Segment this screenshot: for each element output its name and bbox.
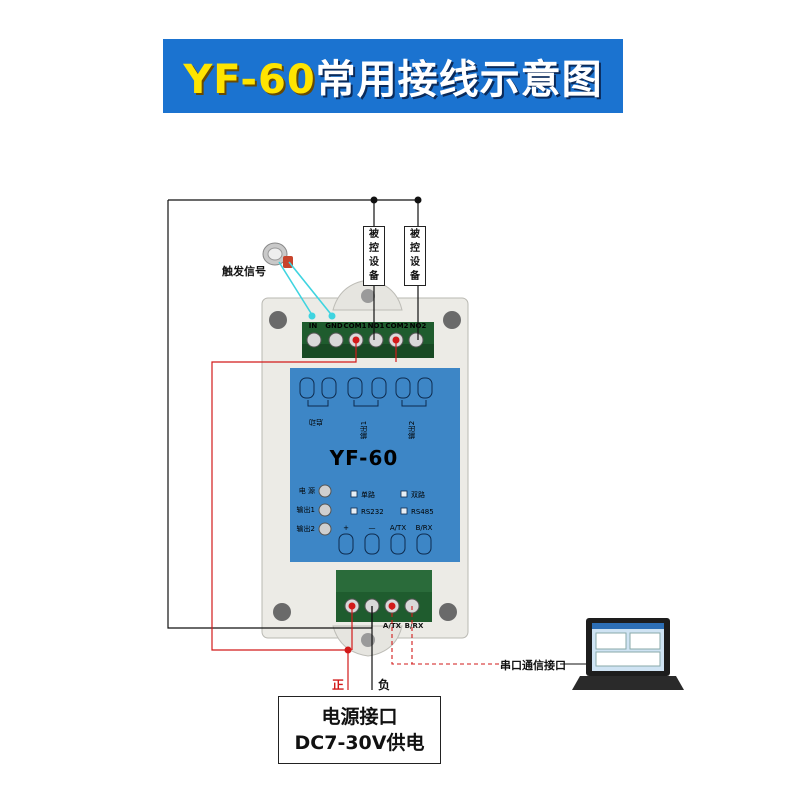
power-negative-label: 负 <box>378 678 391 692</box>
junction-dot <box>308 312 316 320</box>
power-spec: DC7-30V供电 <box>294 732 425 754</box>
junction-dot <box>352 336 360 344</box>
power-interface-box: 电源接口 DC7-30V供电 <box>278 696 441 764</box>
device-char: 备 <box>369 271 379 282</box>
device-char: 被 <box>410 229 420 240</box>
terminal-in: IN <box>309 322 318 330</box>
terminal-atx: A/TX <box>383 622 402 630</box>
jumper-label-atx: A/TX <box>390 524 406 532</box>
serial-interface-label: 串口通信接口 <box>500 659 566 672</box>
terminal-com1: COM1 <box>344 322 367 330</box>
junction-dot <box>344 646 352 654</box>
device-char: 控 <box>410 243 420 254</box>
mode-single: 单路 <box>361 490 375 499</box>
device-char: 设 <box>369 257 379 268</box>
device-char: 设 <box>410 257 420 268</box>
indicator-out1: 输出1 <box>297 505 315 514</box>
serial-dashed-wires <box>391 606 500 665</box>
indicator-leds <box>318 484 332 536</box>
junction-dot <box>328 312 336 320</box>
jumper-label-minus: — <box>369 524 376 532</box>
title-model: YF-60 <box>183 57 316 103</box>
junction-dot <box>370 196 378 204</box>
relay-outlines <box>299 377 433 407</box>
cyan-wires <box>278 261 335 319</box>
relay-label-out2: 输出2 <box>407 421 416 439</box>
junction-dot <box>392 336 400 344</box>
power-title: 电源接口 <box>321 706 398 728</box>
power-positive-label: 正 <box>332 678 345 692</box>
pcb-board <box>290 368 460 562</box>
controlled-device-2: 被 控 设 备 <box>404 226 426 286</box>
terminal-no1: NO1 <box>368 322 385 330</box>
mode-dual: 双路 <box>411 490 425 499</box>
indicator-out2: 输出2 <box>297 524 315 533</box>
mode-rs485: RS485 <box>411 508 434 516</box>
indicator-power: 电 源 <box>299 486 315 495</box>
bottom-terminal-block <box>336 570 432 622</box>
terminal-brx: B/RX <box>405 622 424 630</box>
jumper-label-plus: + <box>343 524 349 532</box>
device-model-name: YF-60 <box>329 446 399 470</box>
terminal-com2: COM2 <box>386 322 409 330</box>
terminal-gnd: GND <box>325 322 343 330</box>
junction-dot <box>414 196 422 204</box>
title-text: 常用接线示意图 <box>315 57 603 103</box>
jumper-outlines <box>338 533 432 555</box>
device-char: 被 <box>369 229 379 240</box>
mode-checkboxes <box>350 490 408 515</box>
device-char: 备 <box>410 271 420 282</box>
page-title: YF-60常用接线示意图 <box>183 47 602 105</box>
title-banner: YF-60常用接线示意图 <box>163 39 623 113</box>
push-button-icon <box>262 242 293 268</box>
device-char: 控 <box>369 243 379 254</box>
jumper-label-brx: B/RX <box>416 524 433 532</box>
red-wires <box>211 340 397 690</box>
relay-label-start: 启动 <box>309 418 323 427</box>
trigger-signal-label: 触发信号 <box>222 265 266 278</box>
mode-rs232: RS232 <box>361 508 384 516</box>
laptop-icon <box>572 618 684 690</box>
controlled-device-1: 被 控 设 备 <box>363 226 385 286</box>
relay-label-out1: 输出1 <box>359 421 368 439</box>
junction-dot <box>348 602 356 610</box>
